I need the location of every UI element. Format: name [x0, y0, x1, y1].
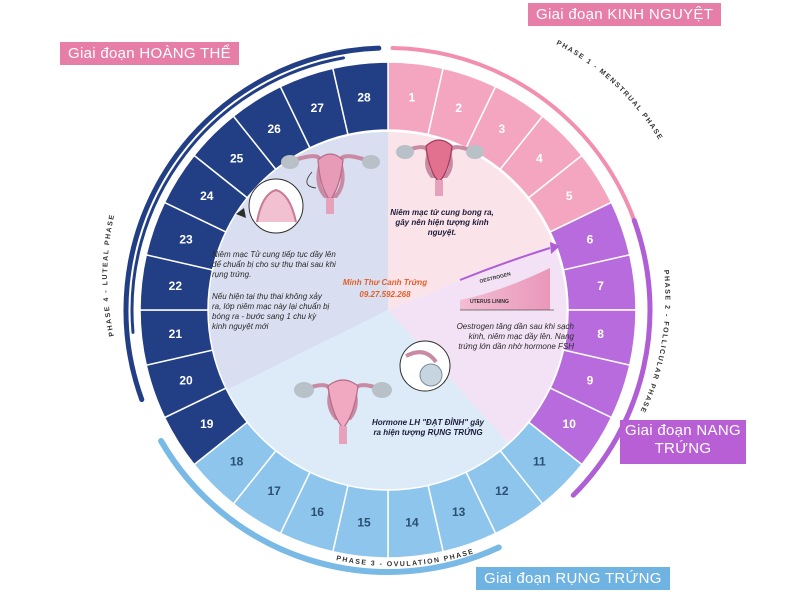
day-number-17: 17 [267, 484, 281, 498]
luteal-description-2: Nếu hiện tại thụ thai không xảy ra, lớp … [212, 292, 330, 331]
day-number-15: 15 [357, 516, 371, 530]
day-number-2: 2 [455, 101, 462, 115]
quadrant-ovulation [227, 310, 508, 491]
day-number-4: 4 [536, 152, 543, 166]
follicular-description: Oestrogen tăng dần sau khi sạch kinh, ni… [456, 322, 574, 351]
day-number-19: 19 [200, 417, 214, 431]
day-number-24: 24 [200, 189, 214, 203]
day-number-28: 28 [357, 90, 371, 104]
day-number-20: 20 [179, 374, 193, 388]
arc-label-menstrual: PHASE 1 - MENSTRUAL PHASE [555, 40, 664, 143]
day-number-12: 12 [495, 484, 509, 498]
day-number-25: 25 [230, 152, 244, 166]
outer-arc-follicular [570, 217, 653, 498]
outer-arc-ovulation [158, 438, 502, 575]
day-number-18: 18 [230, 454, 244, 468]
day-number-23: 23 [179, 232, 193, 246]
uterus-illustration-luteal [236, 153, 380, 234]
phase-title-luteal: Giai đoạn HOÀNG THỂ [60, 42, 239, 65]
day-number-7: 7 [597, 279, 604, 293]
day-number-16: 16 [311, 505, 325, 519]
day-segment-28 [331, 61, 389, 136]
day-number-21: 21 [169, 327, 183, 341]
outer-arc-luteal-inner [130, 56, 346, 334]
day-number-5: 5 [566, 189, 573, 203]
day-number-22: 22 [169, 279, 183, 293]
day-number-1: 1 [409, 90, 416, 104]
watermark-name: Minh Thư Canh Trứng [342, 278, 428, 287]
luteal-description-1: Niêm mạc Tử cung tiếp tục dầy lên để chu… [212, 250, 336, 279]
phase-title-ovulation: Giai đoạn RỤNG TRỨNG [476, 567, 670, 590]
arc-label-luteal: PHASE 4 - LUTEAL PHASE [102, 213, 116, 337]
day-number-14: 14 [405, 516, 419, 530]
phase-title-menstrual: Giai đoạn KINH NGUYỆT [528, 3, 722, 26]
day-number-26: 26 [267, 122, 281, 136]
day-number-6: 6 [587, 232, 594, 246]
day-number-10: 10 [563, 417, 577, 431]
day-number-13: 13 [452, 505, 466, 519]
outer-arc-luteal [123, 45, 382, 403]
menstrual-description: Niêm mạc tử cung bong ra, gây nên hiện t… [390, 208, 494, 237]
phase-title-follicular: Giai đoạn NANG TRỨNG [620, 420, 746, 464]
day-number-27: 27 [311, 101, 325, 115]
quadrant-menstrual [388, 131, 553, 310]
day-number-3: 3 [499, 122, 506, 136]
day-number-11: 11 [533, 454, 546, 468]
uterus-illustration-menstrual [396, 139, 484, 196]
uterus-lining-label: UTERUS LINING [470, 299, 509, 305]
day-number-8: 8 [597, 327, 604, 341]
uterus-illustration-ovulation [294, 340, 451, 444]
ovulation-description: Hormone LH "ĐẠT ĐỈNH" gây ra hiện tượng … [371, 418, 485, 437]
arc-label-follicular: PHASE 2 - FOLLICULAR PHASE [638, 270, 670, 415]
watermark-phone: 09.27.592.268 [359, 290, 411, 299]
day-number-9: 9 [587, 374, 594, 388]
